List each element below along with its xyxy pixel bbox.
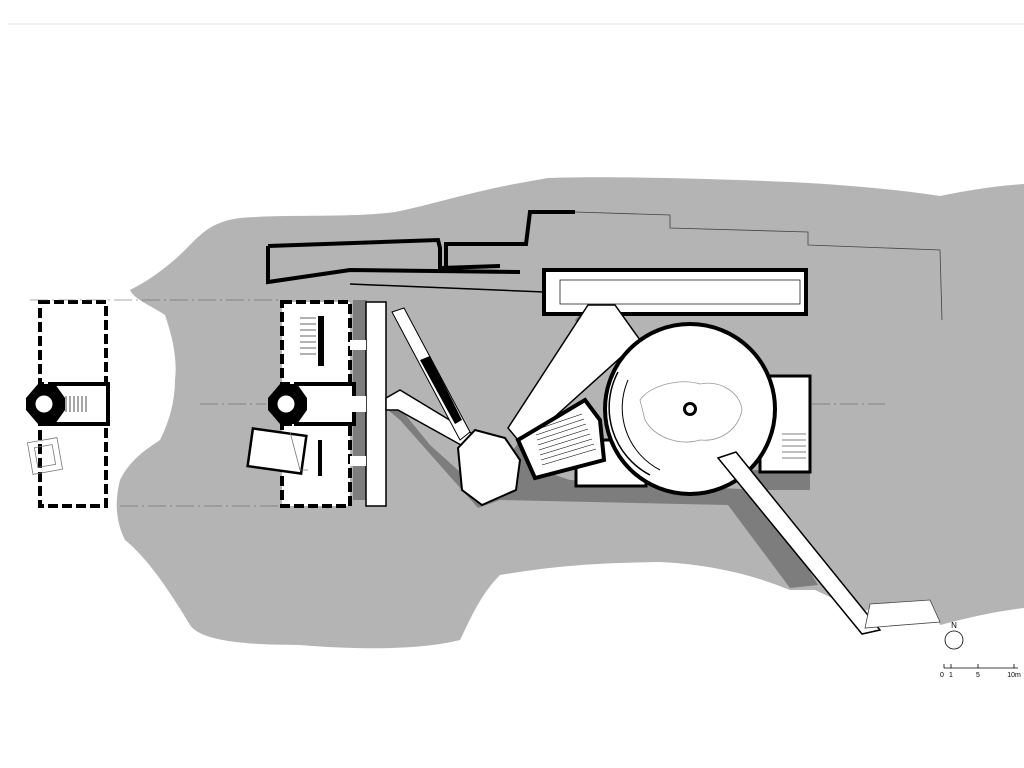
shadow-plinth [388,402,818,588]
west-pavilion-tower-stair [34,394,54,414]
entrance-lobby [456,428,522,507]
middle-pavilion-tower-stair [276,394,296,414]
scale-tick-0: 0 [940,672,944,679]
middle-pavilion-north-room [280,300,352,386]
south-east-path [864,599,941,629]
gallery-approach-line [349,283,545,293]
north-arrow-circle [944,630,964,650]
west-pavilion-north-room [38,300,108,386]
scale-tick-10: 10m [1007,672,1021,679]
west-pavilion [26,300,110,508]
middle-pavilion-rotated-box [246,427,308,475]
north-arrow-label: N [951,621,957,630]
middle-pavilion-long-corridor [365,301,387,507]
rotunda-central-mound [639,381,743,443]
rotunda-inner-ring [621,379,661,471]
scale-tick-5: 5 [976,672,980,679]
west-pavilion-south-room [38,422,108,508]
corridor-link-south [350,456,366,466]
east-annex-stairs [782,433,806,459]
north-boundary-thin [574,211,943,321]
auditorium-seating [534,413,597,466]
middle-pavilion [246,300,356,508]
north-arrow: N [944,621,964,650]
west-pavilion-stair-treads [65,396,87,412]
middle-pavilion-exhibit-case [318,316,324,366]
corridor-link-north [350,340,366,350]
north-wall-outline [266,210,575,285]
scale-tick-1: 1 [949,672,953,679]
north-gallery-inner [559,279,801,305]
middle-pavilion-south-fittings [289,431,322,476]
axis-lines [30,299,885,507]
rotunda-central-column [683,402,697,416]
south-east-ramp [716,451,882,635]
scale-bar: 0 1 5 10m [940,664,1021,679]
middle-pavilion-stair-treads [300,317,316,355]
rotunda-ramp [608,371,651,476]
diagonal-ramp-stripe [420,356,462,424]
north-gallery [542,268,808,316]
corridor-link-mid [350,396,366,412]
west-pavilion-furniture [26,437,64,475]
